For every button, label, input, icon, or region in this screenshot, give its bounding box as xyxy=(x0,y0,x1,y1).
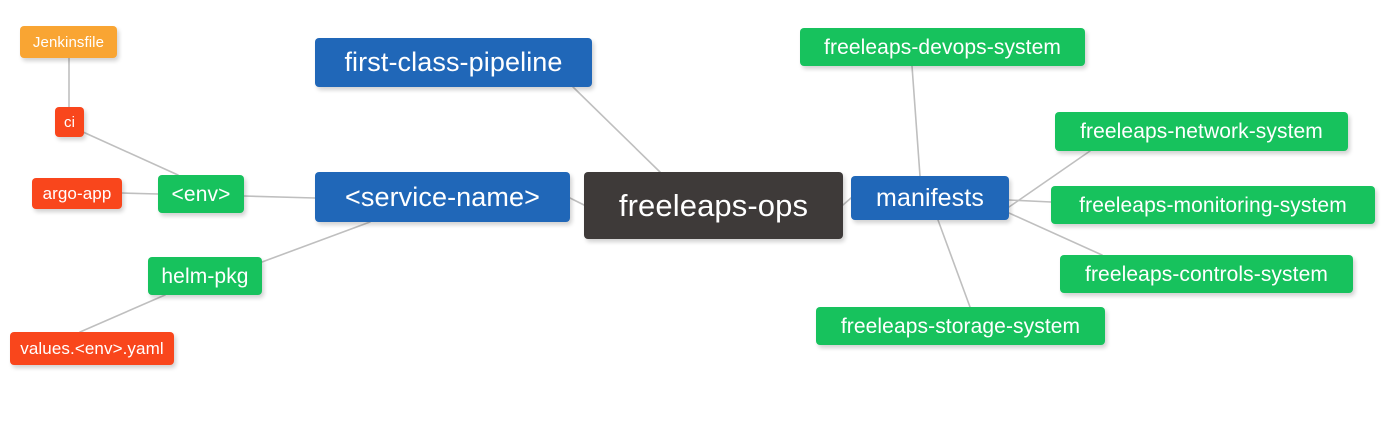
mindmap-node-freeleaps-ops[interactable]: freeleaps-ops xyxy=(584,172,843,239)
edge-ci-to-env xyxy=(82,131,179,176)
edge-freeleaps-ops-to-manifests xyxy=(842,197,852,206)
edge-service-name-to-helm-pkg xyxy=(261,221,371,263)
mindmap-node-helm-pkg[interactable]: helm-pkg xyxy=(148,257,262,295)
mindmap-node-values-env-yaml[interactable]: values.<env>.yaml xyxy=(10,332,174,365)
edge-env-to-service-name xyxy=(243,195,316,199)
mindmap-node-ci[interactable]: ci xyxy=(55,107,84,137)
mindmap-node-freeleaps-devops-system[interactable]: freeleaps-devops-system xyxy=(800,28,1085,66)
mindmap-node-service-name[interactable]: <service-name> xyxy=(315,172,570,222)
mindmap-node-manifests[interactable]: manifests xyxy=(851,176,1009,220)
mindmap-node-first-class-pipeline[interactable]: first-class-pipeline xyxy=(315,38,592,87)
edge-service-name-to-freeleaps-ops xyxy=(569,197,585,206)
mindmap-node-freeleaps-monitoring-system[interactable]: freeleaps-monitoring-system xyxy=(1051,186,1375,224)
mindmap-node-argo-app[interactable]: argo-app xyxy=(32,178,122,209)
mindmap-node-freeleaps-storage-system[interactable]: freeleaps-storage-system xyxy=(816,307,1105,345)
mindmap-node-freeleaps-controls-system[interactable]: freeleaps-controls-system xyxy=(1060,255,1353,293)
mindmap-node-jenkinsfile[interactable]: Jenkinsfile xyxy=(20,26,117,58)
mindmap-node-env[interactable]: <env> xyxy=(158,175,244,213)
edge-first-class-pipeline-to-freeleaps-ops xyxy=(572,86,661,173)
edge-manifests-to-freeleaps-devops-system xyxy=(911,65,921,177)
edge-helm-pkg-to-values-env-yaml xyxy=(79,294,166,333)
edge-manifests-to-freeleaps-storage-system xyxy=(937,219,971,308)
edge-argo-app-to-env xyxy=(121,192,159,195)
edge-manifests-to-freeleaps-monitoring-system xyxy=(1008,199,1052,203)
mindmap-node-freeleaps-network-system[interactable]: freeleaps-network-system xyxy=(1055,112,1348,151)
